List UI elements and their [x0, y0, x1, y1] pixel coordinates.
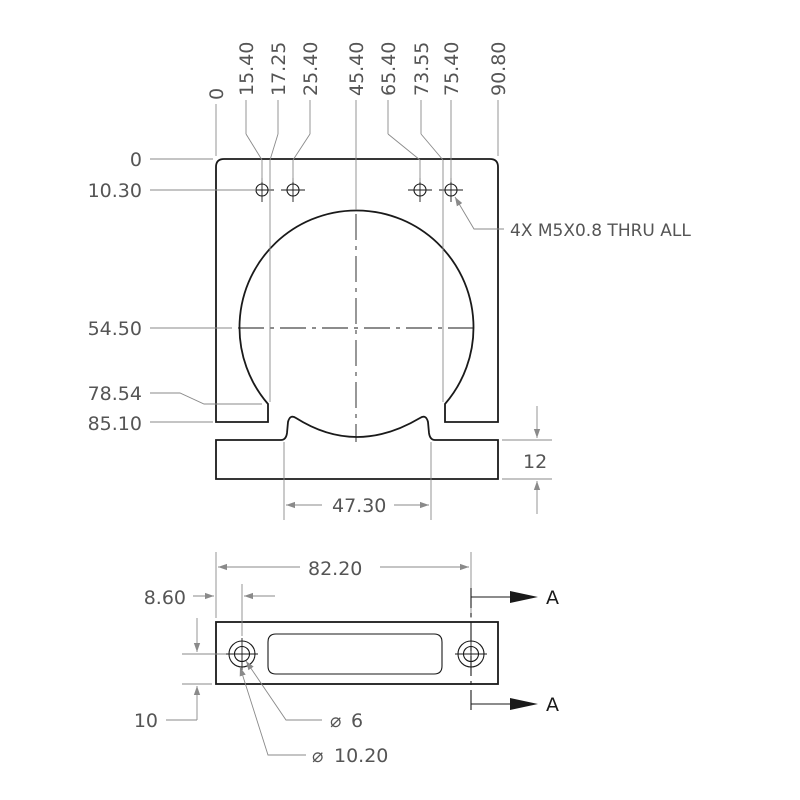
x-ordinate-90-80: 90.80: [488, 42, 510, 96]
x-ordinate-0: 0: [206, 88, 228, 100]
y-ordinate-labels: 0 10.30 54.50 78.54 85.10: [88, 149, 142, 435]
center-slot: [267, 633, 443, 675]
hole-diameter-leader: ⌀ 6: [245, 660, 363, 732]
gap-width-label: 47.30: [332, 495, 386, 517]
counterbore-diameter-symbol: ⌀: [312, 745, 323, 767]
hole-diameter-label: 6: [351, 710, 363, 732]
hole-callout: 4X M5X0.8 THRU ALL: [454, 196, 691, 241]
counterbore-diameter-leader: ⌀ 10.20: [239, 666, 388, 767]
section-label-top: A: [546, 587, 559, 609]
x-ordinate-25-40: 25.40: [300, 42, 322, 96]
counterbore-diameter-label: 10.20: [334, 745, 388, 767]
y-ordinate-10-30: 10.30: [88, 180, 142, 202]
y-ordinate-54-50: 54.50: [88, 318, 142, 340]
x-ordinate-17-25: 17.25: [268, 42, 290, 96]
overall-width-label: 82.20: [308, 558, 362, 580]
mounting-hole-2: [281, 178, 305, 202]
x-ordinate-45-40: 45.40: [346, 42, 368, 96]
bottom-view: 82.20 8.60 10 ⌀ 6 ⌀ 10.20: [134, 552, 559, 767]
section-label-bottom: A: [546, 694, 559, 716]
x-ordinate-65-40: 65.40: [378, 42, 400, 96]
offset-x-dimension: 8.60: [144, 584, 275, 636]
offset-y-label: 10: [134, 710, 158, 732]
gap-width-dimension: 47.30: [283, 442, 432, 520]
section-indicator: A A: [470, 587, 559, 716]
bottom-view-outline: [215, 621, 499, 685]
x-ordinate-lines: [215, 100, 499, 402]
x-ordinate-15-40: 15.40: [236, 42, 258, 96]
front-view: 0 15.40 17.25 25.40 45.40 65.40 73.55 75…: [88, 42, 691, 520]
hole-note: 4X M5X0.8 THRU ALL: [510, 221, 691, 241]
hole-diameter-symbol: ⌀: [330, 710, 341, 732]
x-ordinate-73-55: 73.55: [411, 42, 433, 96]
bracket-outline: [215, 158, 499, 423]
y-ordinate-85-10: 85.10: [88, 413, 142, 435]
x-ordinate-75-40: 75.40: [441, 42, 463, 96]
bracket-base: [215, 415, 499, 480]
overall-width-dimension: 82.20: [215, 552, 472, 618]
offset-y-dimension: 10: [134, 618, 226, 732]
offset-x-label: 8.60: [144, 587, 186, 609]
counterbore-hole-left: [226, 638, 258, 670]
base-height-dimension: 12: [502, 406, 552, 514]
y-ordinate-0: 0: [130, 149, 142, 171]
x-ordinate-labels: 0 15.40 17.25 25.40 45.40 65.40 73.55 75…: [206, 42, 510, 100]
base-height-label: 12: [523, 451, 547, 473]
y-ordinate-lines: [150, 158, 262, 423]
y-ordinate-78-54: 78.54: [88, 383, 142, 405]
